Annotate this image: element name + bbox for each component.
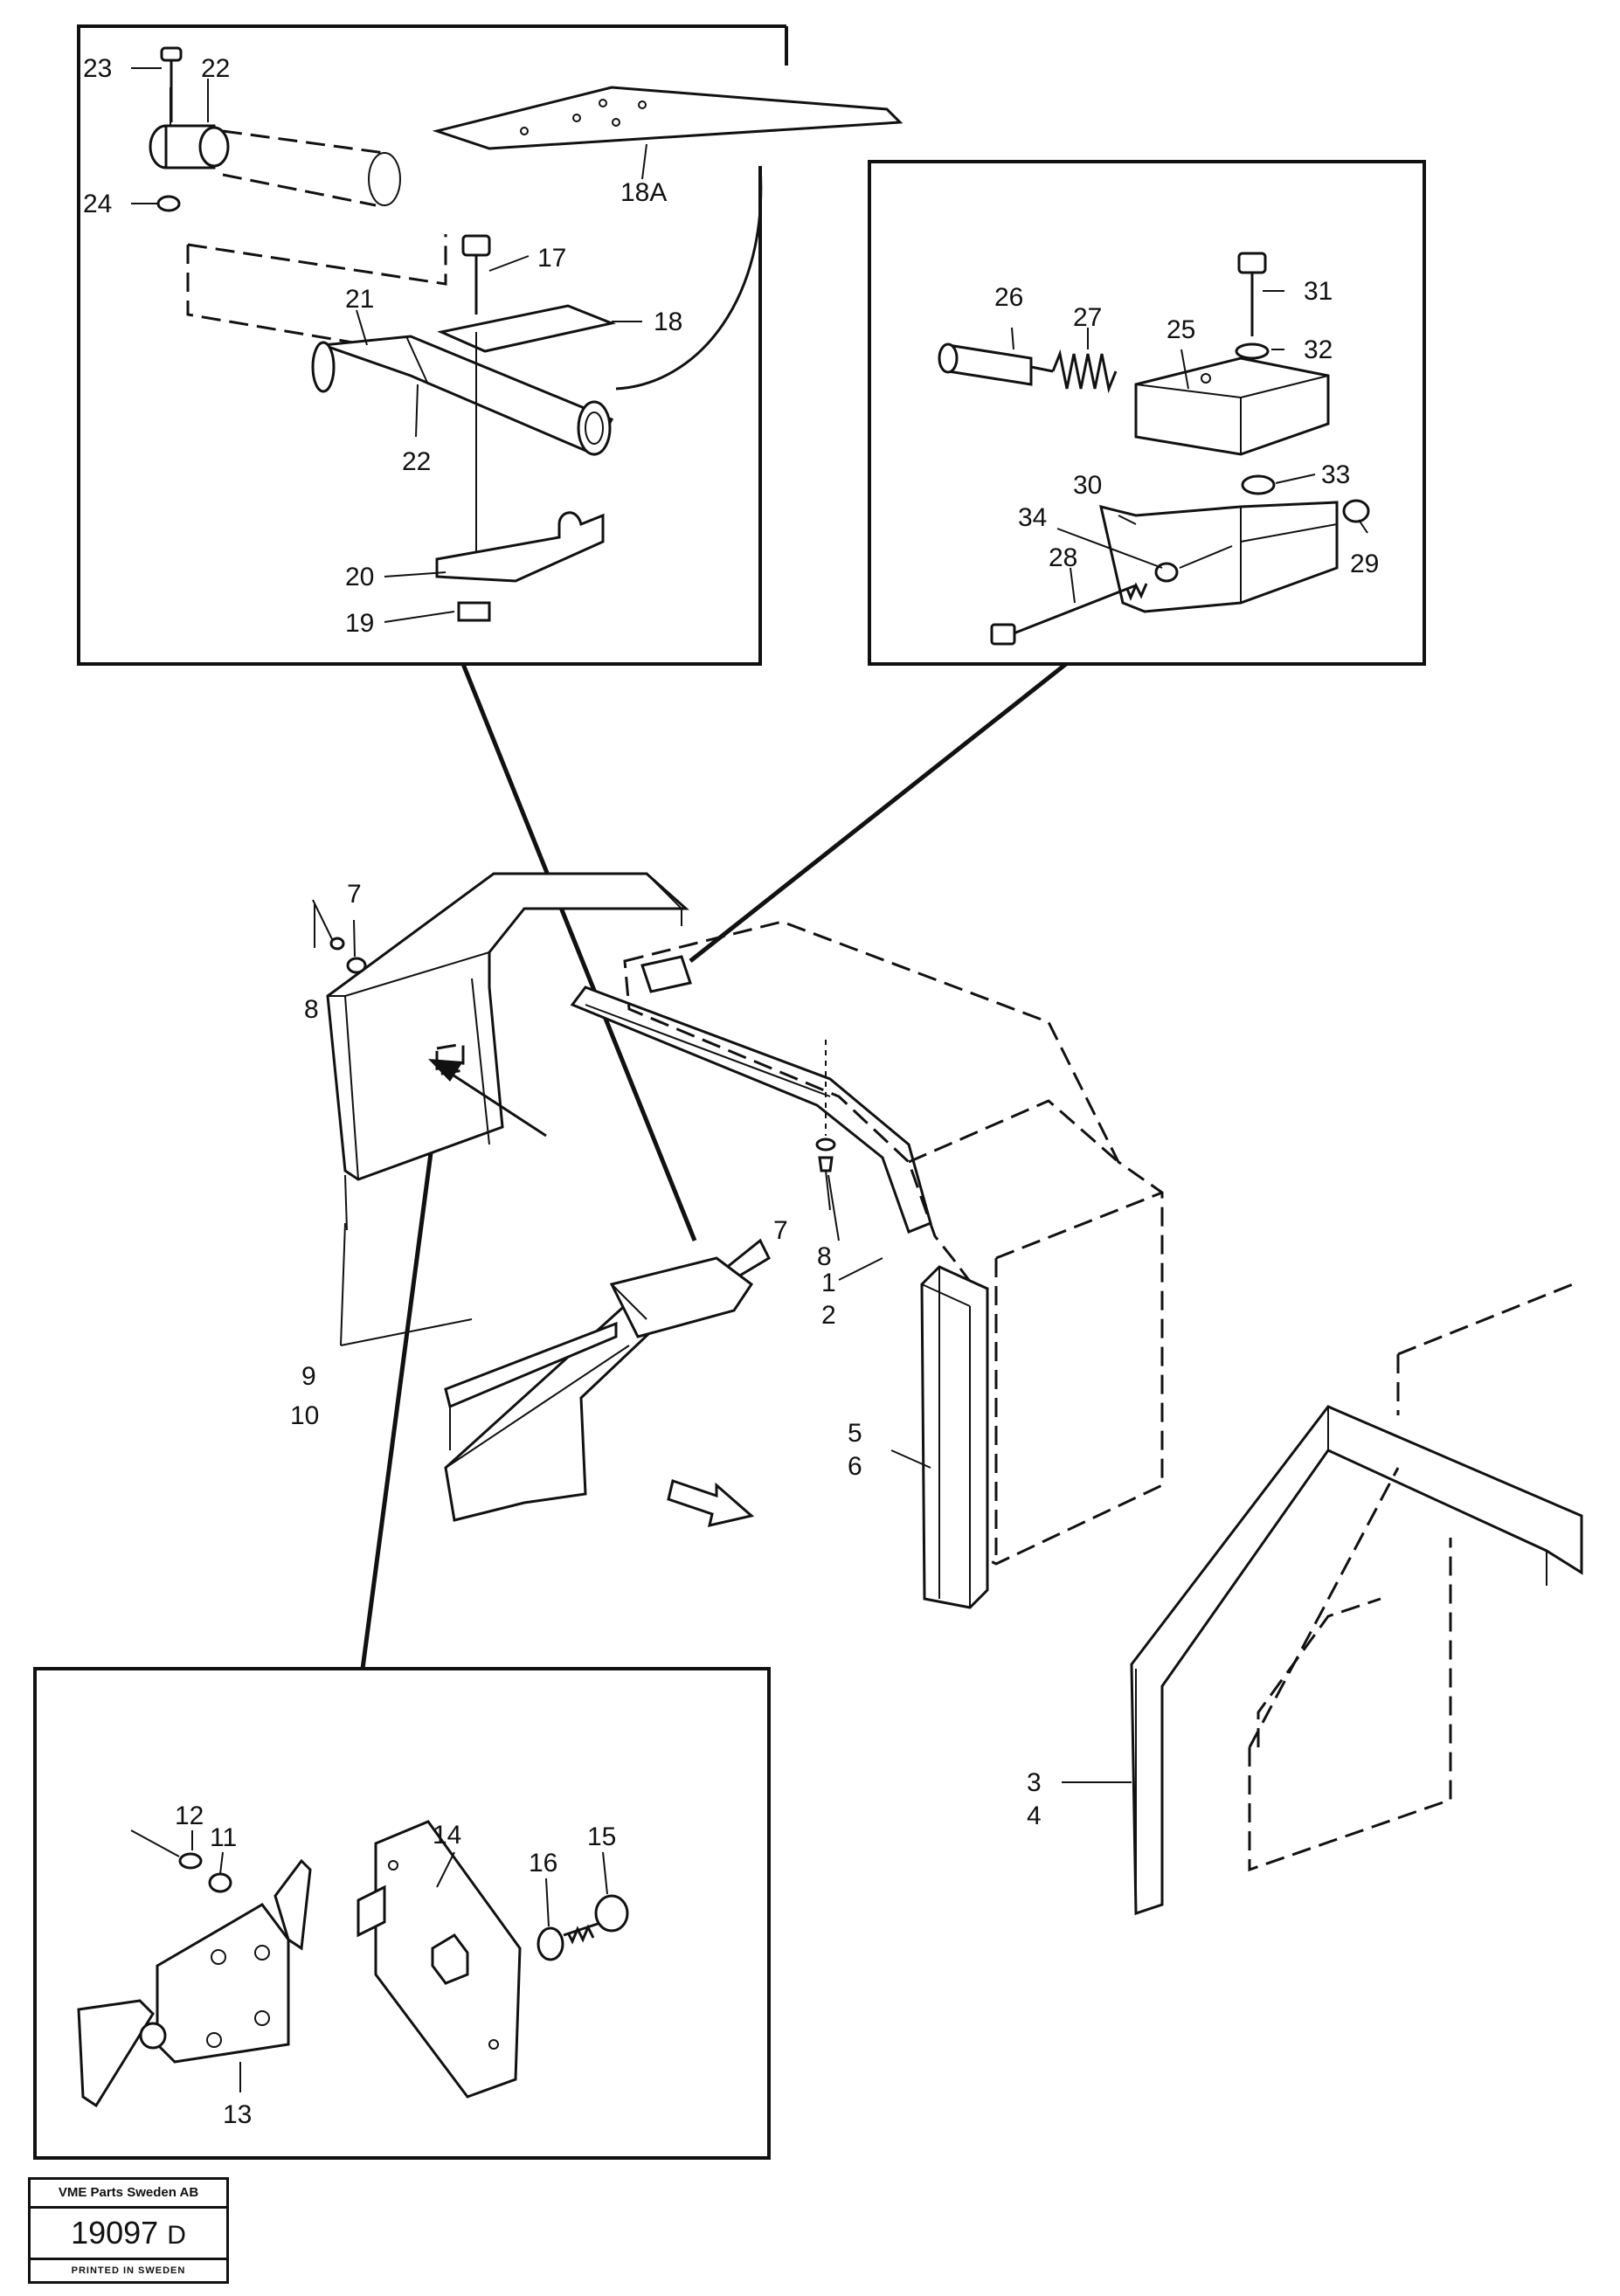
leader-hinge bbox=[460, 663, 697, 1241]
drawing-revision: D bbox=[167, 2221, 186, 2250]
callout-4: 4 bbox=[1027, 1802, 1042, 1830]
callout-26: 26 bbox=[994, 283, 1023, 312]
callout-22-upper: 22 bbox=[201, 54, 230, 83]
callout-8-left: 8 bbox=[304, 995, 319, 1024]
callout-25: 25 bbox=[1167, 315, 1195, 344]
callout-13: 13 bbox=[223, 2100, 252, 2129]
callout-30: 30 bbox=[1073, 471, 1102, 500]
callout-34: 34 bbox=[1018, 503, 1047, 532]
callout-18a: 18A bbox=[620, 178, 667, 207]
detail-frame-latch bbox=[33, 1667, 771, 2160]
callout-labels: 23 22 24 18A 17 21 18 22 20 19 26 27 25 … bbox=[83, 54, 1379, 2129]
callout-3: 3 bbox=[1027, 1768, 1042, 1797]
callout-18: 18 bbox=[654, 308, 682, 336]
callout-5: 5 bbox=[848, 1419, 862, 1448]
callout-leaders bbox=[131, 67, 1368, 2092]
main-fender-assembly bbox=[312, 872, 1164, 1609]
callout-15: 15 bbox=[587, 1822, 616, 1851]
callout-6: 6 bbox=[848, 1452, 862, 1481]
callout-21: 21 bbox=[345, 285, 374, 314]
callout-2: 2 bbox=[821, 1301, 836, 1330]
callout-23: 23 bbox=[83, 54, 112, 83]
callout-20: 20 bbox=[345, 563, 374, 591]
callout-8-right: 8 bbox=[817, 1242, 832, 1271]
title-block: VME Parts Sweden AB 19097 D PRINTED IN S… bbox=[28, 2177, 229, 2284]
callout-7-right: 7 bbox=[773, 1216, 788, 1245]
callout-33: 33 bbox=[1321, 460, 1350, 489]
callout-17: 17 bbox=[537, 244, 566, 273]
callout-28: 28 bbox=[1049, 543, 1077, 572]
callout-9: 9 bbox=[301, 1362, 316, 1391]
callout-24: 24 bbox=[83, 190, 112, 218]
callout-29: 29 bbox=[1350, 550, 1379, 578]
callout-16: 16 bbox=[529, 1849, 557, 1878]
printed-notice: PRINTED IN SWEDEN bbox=[31, 2258, 226, 2281]
company-name: VME Parts Sweden AB bbox=[31, 2180, 226, 2209]
latch-assembly bbox=[77, 1820, 629, 2108]
callout-27: 27 bbox=[1073, 303, 1102, 332]
drawing-number: 19097 D bbox=[31, 2209, 226, 2258]
callout-31: 31 bbox=[1304, 277, 1333, 306]
callout-22-lower: 22 bbox=[402, 447, 431, 476]
callout-1: 1 bbox=[821, 1269, 836, 1297]
callout-11: 11 bbox=[210, 1823, 237, 1852]
drawing-number-value: 19097 bbox=[71, 2215, 159, 2251]
damper-assembly bbox=[938, 252, 1370, 646]
callout-10: 10 bbox=[290, 1401, 319, 1430]
rear-fender-assembly bbox=[1130, 1283, 1583, 1916]
callout-14: 14 bbox=[433, 1821, 461, 1850]
callout-19: 19 bbox=[345, 609, 374, 638]
detail-frame-damper bbox=[868, 160, 1426, 666]
leader-damper bbox=[689, 662, 1068, 963]
hinge-tube-assembly bbox=[149, 46, 903, 622]
callout-7-left: 7 bbox=[347, 880, 362, 909]
callout-32: 32 bbox=[1304, 335, 1333, 364]
callout-12: 12 bbox=[175, 1802, 204, 1830]
detail-frame-hinge bbox=[77, 24, 788, 666]
